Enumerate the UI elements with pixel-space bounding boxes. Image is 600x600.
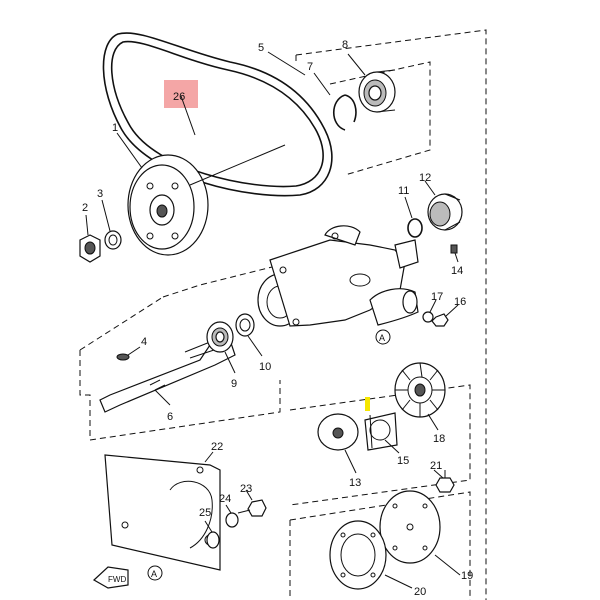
impeller[interactable] — [394, 362, 446, 418]
svg-text:A: A — [379, 333, 385, 343]
pump-housing[interactable] — [257, 225, 419, 327]
callout-12: 12 — [419, 172, 431, 184]
group-boundaries — [79, 29, 487, 600]
svg-text:A: A — [151, 569, 157, 579]
bracket-bolt[interactable] — [237, 499, 267, 517]
callout-14: 14 — [451, 265, 463, 277]
gasket[interactable] — [329, 520, 387, 590]
liner[interactable] — [364, 412, 398, 451]
bracket-washer[interactable] — [225, 512, 239, 528]
highlight-part-26 — [164, 80, 198, 108]
callout-1: 1 — [112, 122, 118, 134]
reference-marker-a1: A — [375, 329, 391, 345]
pulley[interactable] — [127, 144, 286, 256]
circlip[interactable] — [332, 94, 357, 131]
oil-seal[interactable] — [235, 313, 255, 337]
callout-5: 5 — [258, 42, 264, 54]
drive-belt[interactable] — [102, 32, 333, 197]
reference-marker-a2: A — [147, 565, 163, 581]
callout-21: 21 — [430, 460, 442, 472]
highlight-part-15 — [365, 397, 370, 411]
callout-23: 23 — [240, 483, 252, 495]
callout-15: 15 — [397, 455, 409, 467]
callout-6: 6 — [167, 411, 173, 423]
collar[interactable] — [206, 531, 220, 549]
callout-7: 7 — [307, 61, 313, 73]
callout-11: 11 — [398, 185, 409, 197]
o-ring[interactable] — [407, 218, 423, 238]
callout-18: 18 — [433, 433, 445, 445]
callout-9: 9 — [231, 378, 237, 390]
leader-lines — [85, 51, 461, 589]
callout-16: 16 — [454, 296, 466, 308]
callout-2: 2 — [82, 202, 88, 214]
callout-25: 25 — [199, 507, 211, 519]
bearing-upper[interactable] — [358, 69, 396, 113]
cap[interactable] — [427, 193, 463, 231]
wear-plate[interactable] — [317, 413, 359, 451]
callout-3: 3 — [97, 188, 103, 200]
callout-24: 24 — [219, 493, 231, 505]
forward-arrow: FWD — [92, 566, 129, 589]
forward-label: FWD — [108, 575, 126, 584]
bearing-lower[interactable] — [206, 321, 234, 353]
pin[interactable] — [450, 244, 458, 254]
key[interactable] — [116, 353, 130, 361]
callout-17: 17 — [431, 291, 443, 303]
callout-19: 19 — [461, 570, 473, 582]
washer[interactable] — [104, 230, 122, 250]
callout-20: 20 — [414, 586, 426, 598]
callout-4: 4 — [141, 336, 147, 348]
callout-labels: 1 2 3 4 5 6 7 8 9 10 11 12 13 14 15 16 1… — [82, 39, 473, 598]
small-washer[interactable] — [422, 311, 434, 323]
screw[interactable] — [431, 313, 449, 327]
pump-cover[interactable] — [379, 490, 441, 564]
mounting-bracket[interactable] — [104, 454, 221, 571]
callout-22: 22 — [211, 441, 223, 453]
nut[interactable] — [79, 234, 101, 263]
callout-26: 26 — [173, 91, 185, 103]
callout-8: 8 — [342, 39, 348, 51]
callout-13: 13 — [349, 477, 361, 489]
cover-bolt[interactable] — [435, 470, 455, 493]
callout-10: 10 — [259, 361, 271, 373]
